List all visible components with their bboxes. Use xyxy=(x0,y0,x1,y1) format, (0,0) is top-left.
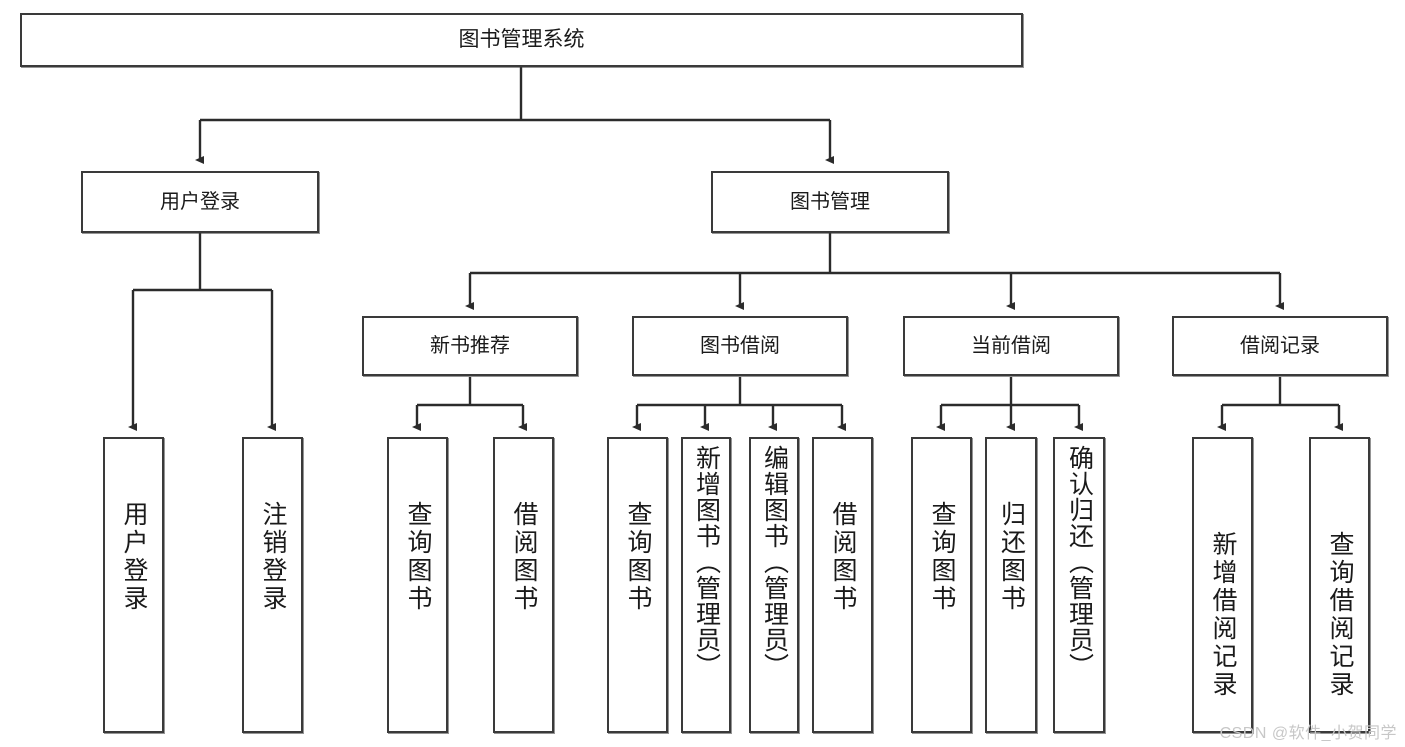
node-label: 查询图书 xyxy=(624,501,652,613)
leaf-current-confirm-return-admin[interactable]: 确认归还（管理员） xyxy=(1053,437,1105,733)
node-label: 查询图书 xyxy=(928,501,956,613)
node-label: 图书管理系统 xyxy=(458,27,585,51)
node-label: 用户登录 xyxy=(120,501,148,613)
leaf-record-query-record[interactable]: 查询借阅记录 xyxy=(1309,437,1370,733)
node-label: 归还图书 xyxy=(997,501,1026,613)
node-label: 新增图书（管理员） xyxy=(692,445,721,679)
node-label: 查询图书 xyxy=(404,501,432,613)
leaf-newbook-query-book[interactable]: 查询图书 xyxy=(387,437,448,733)
leaf-user-login[interactable]: 用户登录 xyxy=(103,437,164,733)
node-root-system[interactable]: 图书管理系统 xyxy=(20,13,1023,67)
leaf-current-return-book[interactable]: 归还图书 xyxy=(985,437,1037,733)
node-new-book-recommend[interactable]: 新书推荐 xyxy=(362,316,578,376)
node-label: 借阅记录 xyxy=(1240,334,1320,357)
leaf-logout-login[interactable]: 注销登录 xyxy=(242,437,303,733)
leaf-current-query-book[interactable]: 查询图书 xyxy=(911,437,972,733)
node-label: 注销登录 xyxy=(259,501,287,613)
leaf-borrow-add-book-admin[interactable]: 新增图书（管理员） xyxy=(681,437,731,733)
node-label: 用户登录 xyxy=(160,190,240,213)
leaf-newbook-borrow-book[interactable]: 借阅图书 xyxy=(493,437,554,733)
node-label: 新书推荐 xyxy=(430,334,510,357)
leaf-borrow-borrow-book[interactable]: 借阅图书 xyxy=(812,437,873,733)
node-label: 当前借阅 xyxy=(971,334,1051,357)
leaf-borrow-query-book[interactable]: 查询图书 xyxy=(607,437,668,733)
node-label: 新增借阅记录 xyxy=(1209,531,1237,699)
node-user-login[interactable]: 用户登录 xyxy=(81,171,319,233)
node-label: 编辑图书（管理员） xyxy=(760,445,789,679)
node-book-borrow[interactable]: 图书借阅 xyxy=(632,316,848,376)
node-current-borrow[interactable]: 当前借阅 xyxy=(903,316,1119,376)
node-borrow-record[interactable]: 借阅记录 xyxy=(1172,316,1388,376)
node-label: 图书借阅 xyxy=(700,334,780,357)
node-label: 借阅图书 xyxy=(510,501,538,613)
node-label: 借阅图书 xyxy=(829,501,857,613)
csdn-watermark: CSDN @软件_小贺同学 xyxy=(1219,725,1397,742)
leaf-record-add-record[interactable]: 新增借阅记录 xyxy=(1192,437,1253,733)
node-label: 图书管理 xyxy=(790,190,870,213)
node-label: 确认归还（管理员） xyxy=(1065,445,1094,679)
node-book-management[interactable]: 图书管理 xyxy=(711,171,949,233)
node-label: 查询借阅记录 xyxy=(1326,531,1354,699)
leaf-borrow-edit-book-admin[interactable]: 编辑图书（管理员） xyxy=(749,437,799,733)
